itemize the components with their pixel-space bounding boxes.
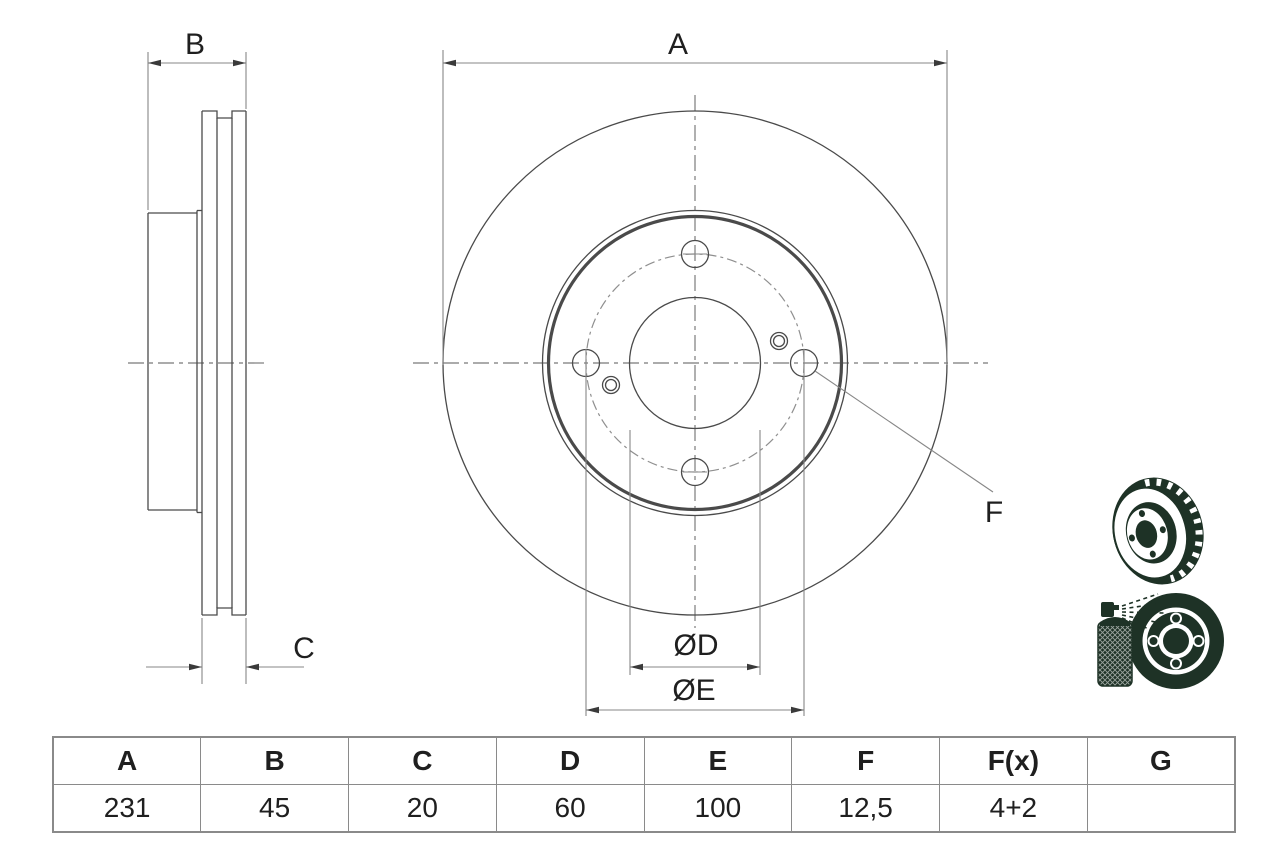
header-cell-a: A: [52, 736, 202, 785]
f-leader-line: [814, 370, 994, 493]
header-cell-d: D: [495, 736, 645, 785]
hat-outer-thin-circle: [541, 209, 849, 517]
spray-coating-icon: [1097, 593, 1224, 689]
front-view: A ØD ØE F: [413, 28, 1003, 716]
dimension-c-arrow-right: [246, 663, 259, 671]
dim-label-a: A: [668, 28, 688, 61]
value-cell-f: 12,5: [791, 784, 940, 833]
dimension-c-arrow-left: [189, 663, 202, 671]
dimension-c: C: [146, 618, 315, 684]
hat-edge-bold-circle: [546, 214, 844, 512]
header-cell-c: C: [348, 736, 497, 785]
dimension-a-arrow-left: [443, 59, 456, 67]
dimension-b: B: [147, 28, 247, 210]
f-leader: F: [814, 370, 1003, 529]
dimension-d-arrow-right: [747, 663, 760, 671]
side-view: B C: [128, 28, 315, 684]
header-cell-fx: F(x): [939, 736, 1088, 785]
value-cell-e: 100: [643, 784, 793, 833]
value-cell-fx: 4+2: [939, 784, 1088, 833]
dimension-d-arrow-left: [630, 663, 643, 671]
bolt-hole-tick-marks: [683, 253, 707, 473]
center-bore-circle: [628, 296, 762, 430]
header-cell-g: G: [1086, 736, 1236, 785]
header-cell-f: F: [791, 736, 940, 785]
dimension-e-arrow-left: [586, 706, 599, 714]
bolt-hole-top: [680, 239, 710, 269]
dimension-d: ØD: [629, 430, 761, 675]
table-header-row: A B C D E F F(x) G: [52, 736, 1236, 785]
side-view-hat-outline: [147, 209, 202, 514]
dimension-e-arrow-right: [791, 706, 804, 714]
header-cell-b: B: [200, 736, 349, 785]
spray-icon-disc: [1128, 593, 1224, 689]
side-view-disc-outline: [201, 110, 247, 616]
dim-label-b: B: [185, 28, 205, 61]
value-cell-d: 60: [495, 784, 645, 833]
set-screw-holes: [601, 331, 789, 395]
dimension-b-arrow-left: [148, 59, 161, 67]
dimension-e: ØE: [585, 349, 805, 716]
spray-icon-fan: [1121, 593, 1165, 632]
value-cell-a: 231: [52, 784, 202, 833]
bolt-hole-bottom: [680, 457, 710, 487]
value-cell-b: 45: [200, 784, 349, 833]
spray-icon-can: [1097, 602, 1133, 687]
vented-disc-3d-icon: [1112, 477, 1204, 585]
dim-label-c: C: [293, 632, 315, 665]
dim-label-d: ØD: [674, 629, 719, 662]
dimensions-table: A B C D E F F(x) G 231 45 20 60 100 12,5…: [52, 736, 1236, 833]
dimension-a-arrow-right: [934, 59, 947, 67]
dimension-b-arrow-right: [233, 59, 246, 67]
dim-label-e: ØE: [672, 674, 715, 707]
table-value-row: 231 45 20 60 100 12,5 4+2: [52, 784, 1236, 833]
value-cell-c: 20: [348, 784, 497, 833]
value-cell-g: [1086, 784, 1236, 833]
dimension-a: A: [442, 28, 948, 365]
dim-label-f: F: [985, 496, 1003, 529]
header-cell-e: E: [643, 736, 793, 785]
